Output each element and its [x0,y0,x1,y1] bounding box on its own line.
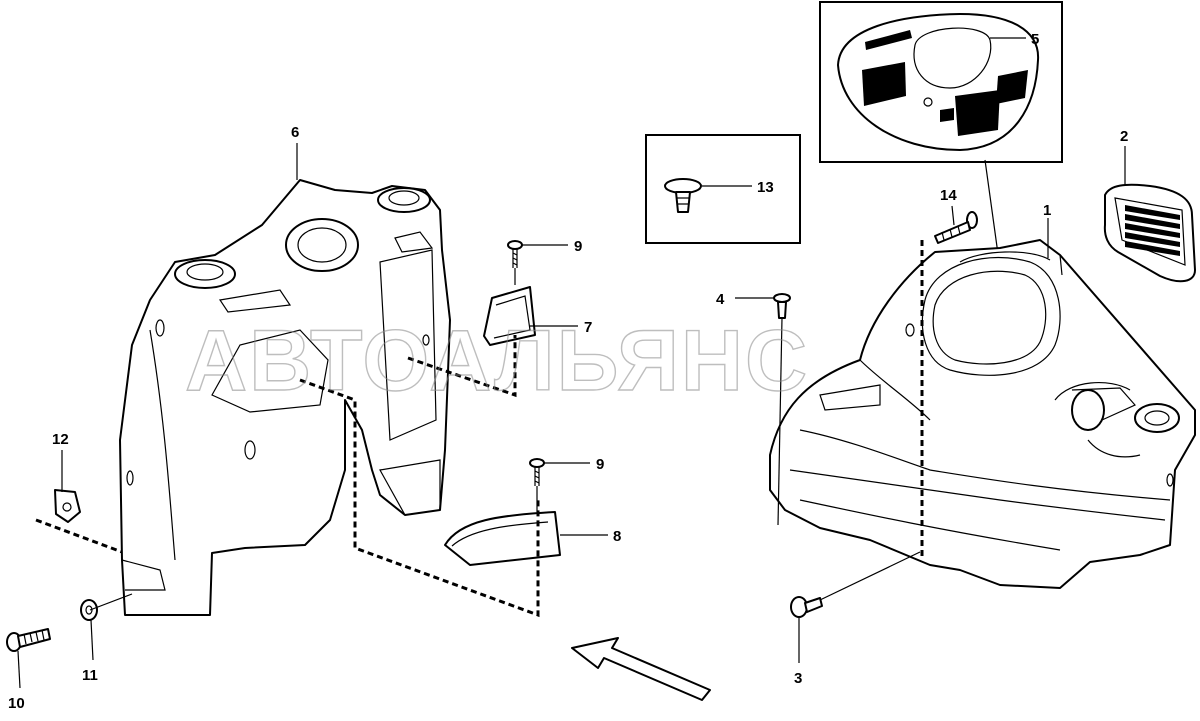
screw-9-upper [507,240,523,268]
part-8-plate [444,511,561,566]
part-6-duct-housing [119,179,451,616]
callout-8: 8 [560,528,621,545]
svg-text:4: 4 [716,291,725,308]
callout-9-upper: 9 [522,238,582,255]
svg-text:2: 2 [1120,128,1128,145]
part-12-clip [54,489,81,523]
svg-text:10: 10 [8,695,25,712]
svg-text:1: 1 [1043,202,1051,219]
screw-3 [790,596,823,618]
callout-3: 3 [794,617,802,687]
washer-11 [80,599,98,621]
svg-text:6: 6 [291,124,299,141]
screw-9-lower [529,458,545,486]
assembly-line-12 [35,518,123,554]
push-clip-4 [773,293,791,319]
svg-text:3: 3 [794,670,802,687]
svg-text:9: 9 [574,238,582,255]
svg-text:12: 12 [52,431,69,448]
direction-arrow [571,637,711,701]
callout-13: 13 [702,179,774,196]
svg-text:9: 9 [596,456,604,473]
svg-text:8: 8 [613,528,621,545]
callout-5: 5 [990,31,1039,48]
callout-12: 12 [52,431,69,492]
bolt-10 [6,628,51,652]
callout-1: 1 [1043,202,1051,258]
callout-2: 2 [1120,128,1128,186]
callout-4: 4 [716,291,774,308]
svg-text:11: 11 [82,667,98,684]
callout-11: 11 [82,619,98,684]
callout-14: 14 [940,187,957,226]
svg-text:7: 7 [584,319,592,336]
part-2-grille [1103,183,1196,283]
svg-text:13: 13 [757,179,774,196]
callout-9-lower: 9 [544,456,604,473]
screw-14 [934,211,978,244]
part-5-cover-panel [837,13,1040,151]
svg-text:14: 14 [940,187,957,204]
watermark: АВТОАЛЬЯНС [185,313,809,409]
svg-text:5: 5 [1031,31,1039,48]
callout-7: 7 [530,319,592,336]
assembly-line-7 [407,335,517,398]
part-1-instrument-housing [769,239,1196,589]
callout-10: 10 [8,650,25,712]
leader-5-to-1 [984,159,999,255]
callout-6: 6 [291,124,299,180]
push-clip-13 [664,178,702,213]
part-7-bracket [483,286,536,346]
